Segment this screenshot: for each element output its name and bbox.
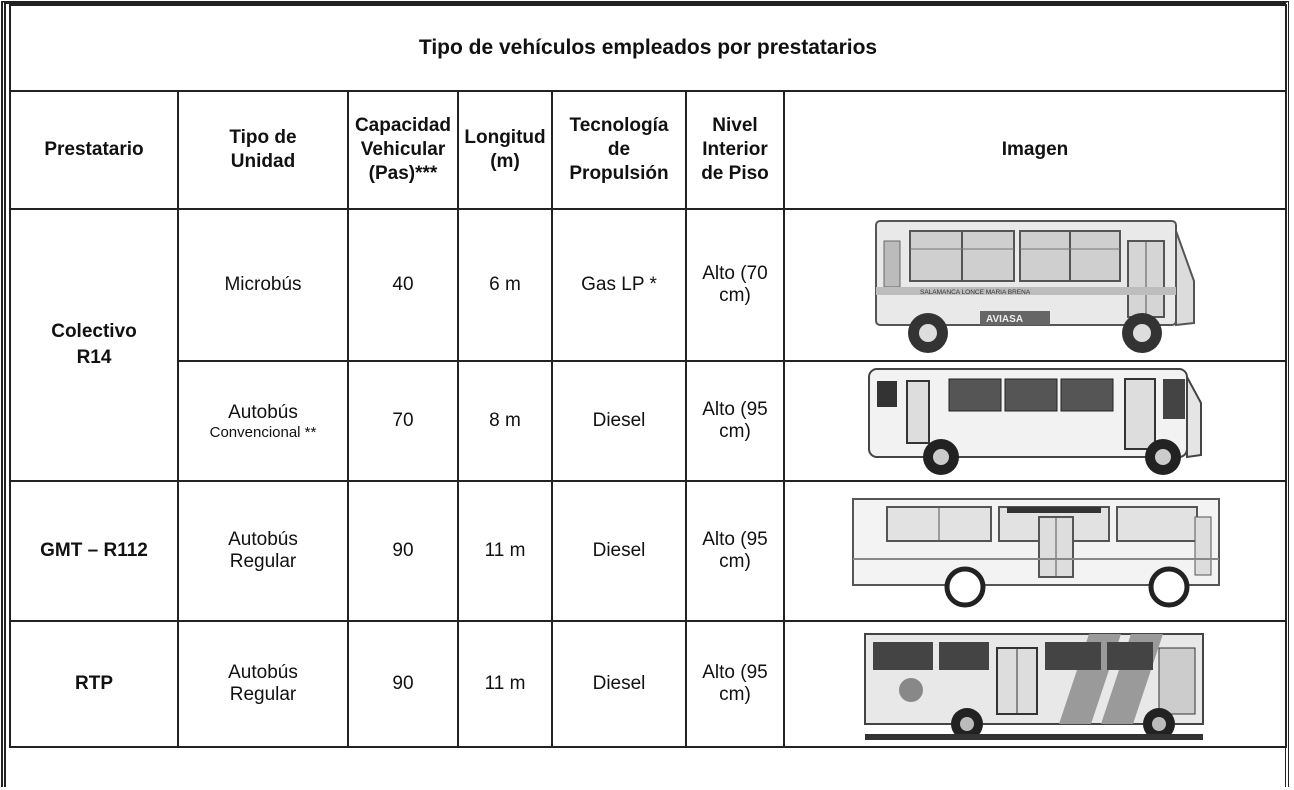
header-capacidad: Capacidad Vehicular (Pas)***	[347, 90, 459, 210]
nivel-cell: Alto (95 cm)	[685, 360, 785, 482]
tecnologia-cell: Diesel	[551, 620, 687, 748]
header-longitud: Longitud (m)	[457, 90, 553, 210]
tipo-cell: Autobús Regular	[177, 480, 349, 622]
capacidad-cell: 40	[347, 208, 459, 362]
table-row: GMT – R112 Autobús Regular 90 11 m Diese…	[9, 480, 1287, 622]
tipo-cell: Microbús	[177, 208, 349, 362]
header-prestatario: Prestatario	[9, 90, 179, 210]
prestatario-rtp: RTP	[9, 620, 179, 748]
longitud-cell: 8 m	[457, 360, 553, 482]
nivel-cell: Alto (95 cm)	[685, 480, 785, 622]
regular-bus-image	[783, 480, 1287, 622]
header-tecnologia: Tecnología de Propulsión	[551, 90, 687, 210]
tipo-cell: Autobús Regular	[177, 620, 349, 748]
tecnologia-cell: Gas LP *	[551, 208, 687, 362]
nivel-cell: Alto (70 cm)	[685, 208, 785, 362]
longitud-cell: 11 m	[457, 620, 553, 748]
microbus-image: SALAMANCA LONCE MARIA BRENA AVIASA	[783, 208, 1287, 362]
vehicle-table: Tipo de vehículos empleados por prestata…	[9, 4, 1287, 748]
capacidad-cell: 90	[347, 480, 459, 622]
longitud-cell: 11 m	[457, 480, 553, 622]
prestatario-gmt-r112: GMT – R112	[9, 480, 179, 622]
tecnologia-cell: Diesel	[551, 480, 687, 622]
bus-side-text: SALAMANCA LONCE MARIA BRENA	[920, 289, 1031, 296]
longitud-cell: 6 m	[457, 208, 553, 362]
prestatario-colectivo-r14: Colectivo R14	[9, 208, 179, 482]
header-tipo: Tipo de Unidad	[177, 90, 349, 210]
rtp-bus-image	[783, 620, 1287, 748]
table-row: Colectivo R14 Microbús 40 6 m Gas LP * A…	[9, 208, 1287, 482]
bus-brand-text: AVIASA	[986, 314, 1023, 325]
conventional-bus-image	[783, 360, 1287, 482]
capacidad-cell: 70	[347, 360, 459, 482]
nivel-cell: Alto (95 cm)	[685, 620, 785, 748]
table-title: Tipo de vehículos empleados por prestata…	[9, 4, 1287, 92]
tecnologia-cell: Diesel	[551, 360, 687, 482]
header-nivel: Nivel Interior de Piso	[685, 90, 785, 210]
header-imagen: Imagen	[783, 90, 1287, 210]
table-row: RTP Autobús Regular 90 11 m Diesel Alto …	[9, 620, 1287, 748]
capacidad-cell: 90	[347, 620, 459, 748]
